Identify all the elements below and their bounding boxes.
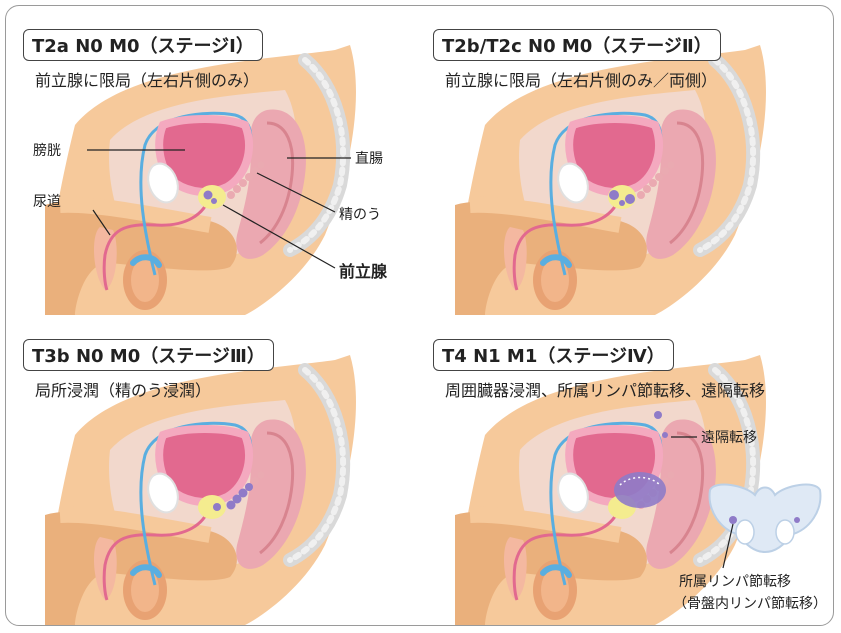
label-seminal-vesicle: 精のう bbox=[339, 204, 381, 224]
label-distant-metastasis: 遠隔転移 bbox=[701, 427, 757, 447]
panel-stage-2: T2b/T2c N0 M0（ステージⅡ） 前立腺に限局（左右片側のみ／両側） bbox=[415, 5, 825, 315]
stage-title: T4 N1 M1（ステージⅣ） bbox=[433, 339, 674, 371]
stage-description: 前立腺に限局（左右片側のみ） bbox=[35, 67, 259, 91]
stage-title: T2b/T2c N0 M0（ステージⅡ） bbox=[433, 29, 721, 61]
tumor-mark bbox=[204, 191, 213, 200]
label-regional-node-1: 所属リンパ節転移 bbox=[679, 571, 791, 591]
stage-description: 前立腺に限局（左右片側のみ／両側） bbox=[445, 67, 717, 91]
panel-stage-4: T4 N1 M1（ステージⅣ） 周囲臓器浸潤、所属リンパ節転移、遠隔転移 遠隔転… bbox=[415, 315, 825, 625]
panel-stage-3: T3b N0 M0（ステージⅢ） 局所浸潤（精のう浸潤） bbox=[5, 315, 415, 625]
stage-title: T3b N0 M0（ステージⅢ） bbox=[23, 339, 274, 371]
panel-stage-1: T2a N0 M0（ステージⅠ） 前立腺に限局（左右片側のみ） 膀胱 尿道 直腸… bbox=[5, 5, 415, 315]
stage-description: 周囲臓器浸潤、所属リンパ節転移、遠隔転移 bbox=[445, 377, 765, 401]
label-urethra: 尿道 bbox=[33, 191, 61, 211]
label-regional-node-2: （骨盤内リンパ節転移） bbox=[673, 593, 827, 613]
label-bladder: 膀胱 bbox=[33, 140, 61, 160]
stage-description: 局所浸潤（精のう浸潤） bbox=[35, 377, 211, 401]
pelvis-bone-inset bbox=[710, 485, 821, 568]
label-rectum: 直腸 bbox=[355, 148, 383, 168]
stage-title: T2a N0 M0（ステージⅠ） bbox=[23, 29, 263, 61]
metastasis-spine bbox=[654, 411, 662, 419]
label-prostate: 前立腺 bbox=[339, 258, 387, 282]
